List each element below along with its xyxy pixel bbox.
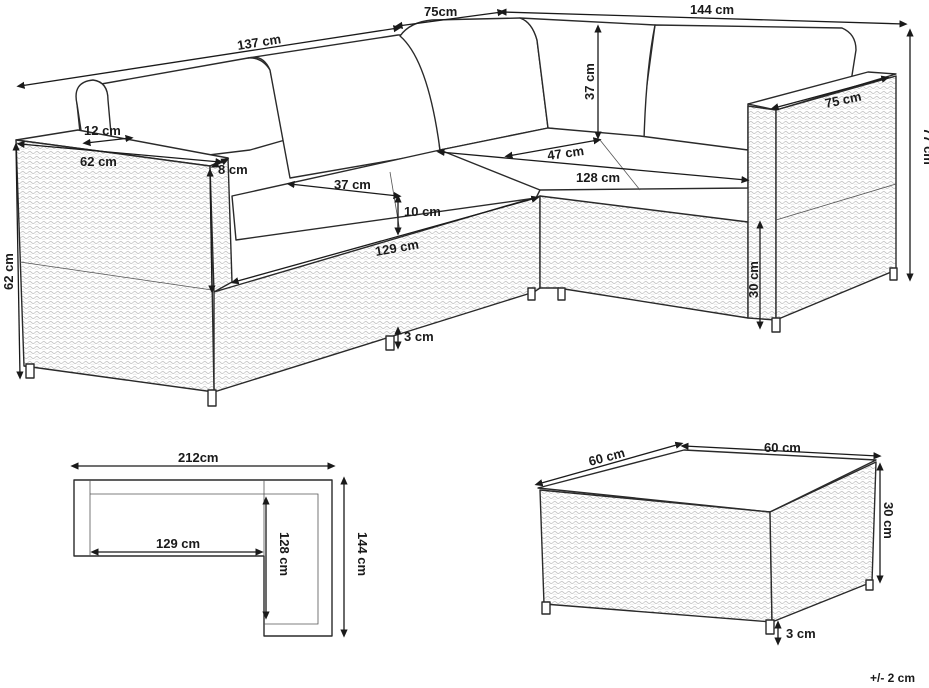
label-width-back-right: 144 cm — [690, 2, 734, 17]
label-plan-inner-width: 129 cm — [156, 536, 200, 551]
leg — [765, 619, 775, 635]
label-seat-depth-left: 37 cm — [334, 177, 371, 192]
leg — [207, 389, 217, 407]
leg — [385, 335, 395, 351]
corner-sofa — [15, 17, 898, 407]
label-armrest-depth-left: 62 cm — [80, 154, 117, 169]
sofa-dimension-arrows — [12, 8, 914, 380]
label-armrest-thickness: 12 cm — [84, 123, 121, 138]
label-plan-overall-depth: 144 cm — [355, 532, 370, 576]
label-cushion-back-height: 37 cm — [582, 63, 597, 100]
label-seat-depth-right: 47 cm — [546, 143, 585, 163]
label-width-back-left: 137 cm — [236, 31, 282, 53]
label-table-height: 30 cm — [881, 502, 896, 539]
leg — [541, 601, 551, 615]
table-front — [539, 489, 773, 623]
label-side-height: 62 cm — [1, 253, 16, 290]
label-armrest-depth-right: 75 cm — [824, 89, 863, 111]
label-armrest-height-top: 8 cm — [218, 162, 248, 177]
plan-outline — [73, 479, 333, 637]
sofa-dimension-labels: 137 cm 75cm 144 cm 37 cm 12 cm 62 cm 8 c… — [1, 2, 929, 344]
coffee-table: 60 cm 60 cm 30 cm 3 cm — [534, 440, 896, 646]
leg — [865, 579, 874, 591]
base-right — [539, 195, 749, 319]
label-seat-height: 30 cm — [746, 261, 761, 298]
label-total-height: 77 cm — [921, 128, 929, 165]
label-leg-height: 3 cm — [404, 329, 434, 344]
leg — [771, 317, 781, 333]
label-width-corner: 75cm — [424, 4, 457, 19]
armrest-right-side — [775, 75, 897, 321]
label-table-leg-height: 3 cm — [786, 626, 816, 641]
armrest-left-side — [209, 157, 233, 293]
label-plan-overall-width: 212cm — [178, 450, 218, 465]
leg — [557, 287, 566, 301]
leg — [25, 363, 35, 379]
sofa-plan-view: 212cm 129 cm 128 cm 144 cm — [70, 450, 370, 638]
leg — [527, 287, 536, 301]
label-seat-cushion-thickness: 10 cm — [404, 204, 441, 219]
tolerance-note: +/- 2 cm — [870, 671, 915, 685]
label-table-width: 60 cm — [764, 440, 801, 455]
leg — [889, 267, 898, 281]
label-plan-inner-depth: 128 cm — [277, 532, 292, 576]
label-seat-width-right: 128 cm — [576, 170, 620, 185]
